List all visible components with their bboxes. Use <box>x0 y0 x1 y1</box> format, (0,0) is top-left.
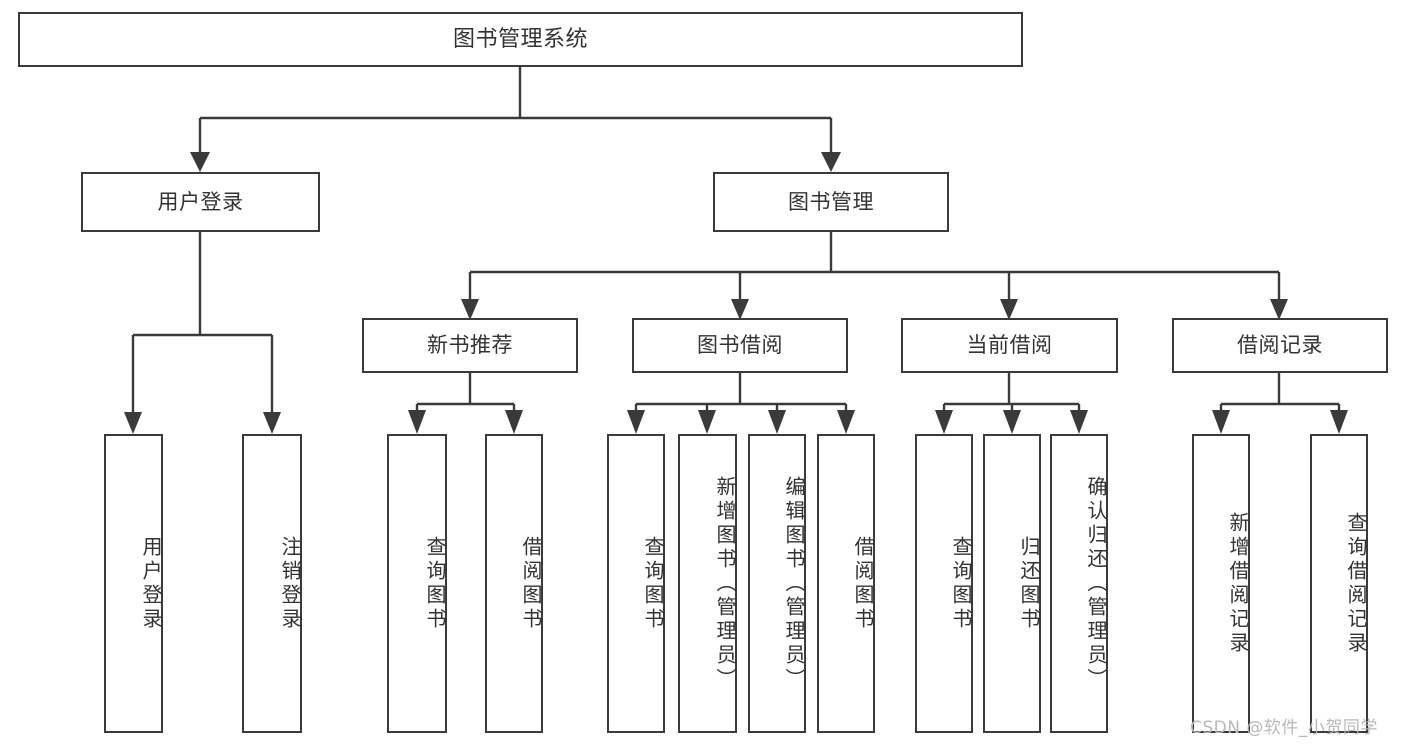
leaf-label: 查询图书 <box>949 535 973 632</box>
leaf-book-borrow-borrow-book[interactable]: 借阅图书 <box>817 434 875 733</box>
arrowhead-currentborrow-l1 <box>935 410 953 434</box>
arrowhead-bookborrow <box>731 299 749 320</box>
leaf-book-borrow-query-book[interactable]: 查询图书 <box>607 434 665 733</box>
node-current-borrow[interactable]: 当前借阅 <box>901 318 1118 373</box>
arrowhead-currentborrow-l2 <box>1003 410 1021 434</box>
node-root-label: 图书管理系统 <box>452 26 588 52</box>
leaf-new-book-borrow-book[interactable]: 借阅图书 <box>485 434 543 733</box>
leaf-borrow-record-query-record[interactable]: 查询借阅记录 <box>1310 434 1368 733</box>
leaf-current-borrow-confirm-return-admin[interactable]: 确认归还（管理员） <box>1050 434 1108 733</box>
node-root-book-management-system[interactable]: 图书管理系统 <box>18 12 1023 67</box>
arrowhead-bookborrow-l1 <box>627 410 645 434</box>
node-new-book-recommend-label: 新书推荐 <box>427 333 513 357</box>
arrowhead-userlogin-l2 <box>263 412 281 434</box>
node-new-book-recommend[interactable]: 新书推荐 <box>362 318 578 373</box>
arrowhead-bookborrow-l3 <box>768 410 786 434</box>
leaf-book-borrow-edit-book-admin[interactable]: 编辑图书（管理员） <box>748 434 806 733</box>
node-book-management-label: 图书管理 <box>788 189 874 214</box>
arrowhead-newbook-l2 <box>505 410 523 434</box>
arrowhead-bookborrow-l2 <box>698 410 716 434</box>
arrowhead-bookborrow-l4 <box>837 410 855 434</box>
node-book-borrow[interactable]: 图书借阅 <box>632 318 848 373</box>
leaf-borrow-record-add-record[interactable]: 新增借阅记录 <box>1192 434 1250 733</box>
leaf-label: 新增借阅记录 <box>1226 511 1250 656</box>
leaf-label: 新增图书（管理员） <box>713 475 737 692</box>
node-user-login[interactable]: 用户登录 <box>81 172 320 232</box>
leaf-current-borrow-return-book[interactable]: 归还图书 <box>983 434 1041 733</box>
leaf-current-borrow-query-book[interactable]: 查询图书 <box>915 434 973 733</box>
leaf-label: 确认归还（管理员） <box>1084 475 1108 692</box>
arrowhead-userlogin <box>190 152 210 172</box>
arrowhead-borrowrecord-l1 <box>1212 410 1230 434</box>
node-book-management[interactable]: 图书管理 <box>713 172 949 232</box>
arrowhead-newbook <box>461 299 479 320</box>
node-book-borrow-label: 图书借阅 <box>697 333 783 357</box>
leaf-book-borrow-add-book-admin[interactable]: 新增图书（管理员） <box>678 434 737 733</box>
node-user-login-label: 用户登录 <box>157 189 244 214</box>
leaf-label: 借阅图书 <box>519 535 543 632</box>
leaf-label: 查询图书 <box>423 535 447 632</box>
arrowhead-currentborrow-l3 <box>1070 410 1088 434</box>
leaf-label: 编辑图书（管理员） <box>782 475 806 692</box>
leaf-label: 查询借阅记录 <box>1344 511 1368 656</box>
leaf-label: 查询图书 <box>641 535 665 632</box>
node-borrow-record[interactable]: 借阅记录 <box>1172 318 1388 373</box>
leaf-label: 注销登录 <box>278 535 302 632</box>
leaf-user-login-login[interactable]: 用户登录 <box>104 434 163 733</box>
leaf-label: 借阅图书 <box>851 535 875 632</box>
watermark-csdn: CSDN @软件_小贺同学 <box>1190 718 1378 738</box>
node-current-borrow-label: 当前借阅 <box>966 333 1053 357</box>
node-borrow-record-label: 借阅记录 <box>1237 333 1323 357</box>
leaf-new-book-query-book[interactable]: 查询图书 <box>387 434 447 733</box>
arrowhead-newbook-l1 <box>408 410 426 434</box>
arrowhead-bookmgmt <box>821 152 841 172</box>
leaf-label: 归还图书 <box>1017 535 1041 632</box>
leaf-user-login-logout[interactable]: 注销登录 <box>242 434 302 733</box>
leaf-label: 用户登录 <box>139 535 163 632</box>
arrowhead-borrowrecord <box>1270 299 1288 320</box>
arrowhead-userlogin-l1 <box>124 412 142 434</box>
arrowhead-borrowrecord-l2 <box>1330 410 1348 434</box>
arrowhead-currentborrow <box>1000 299 1018 320</box>
